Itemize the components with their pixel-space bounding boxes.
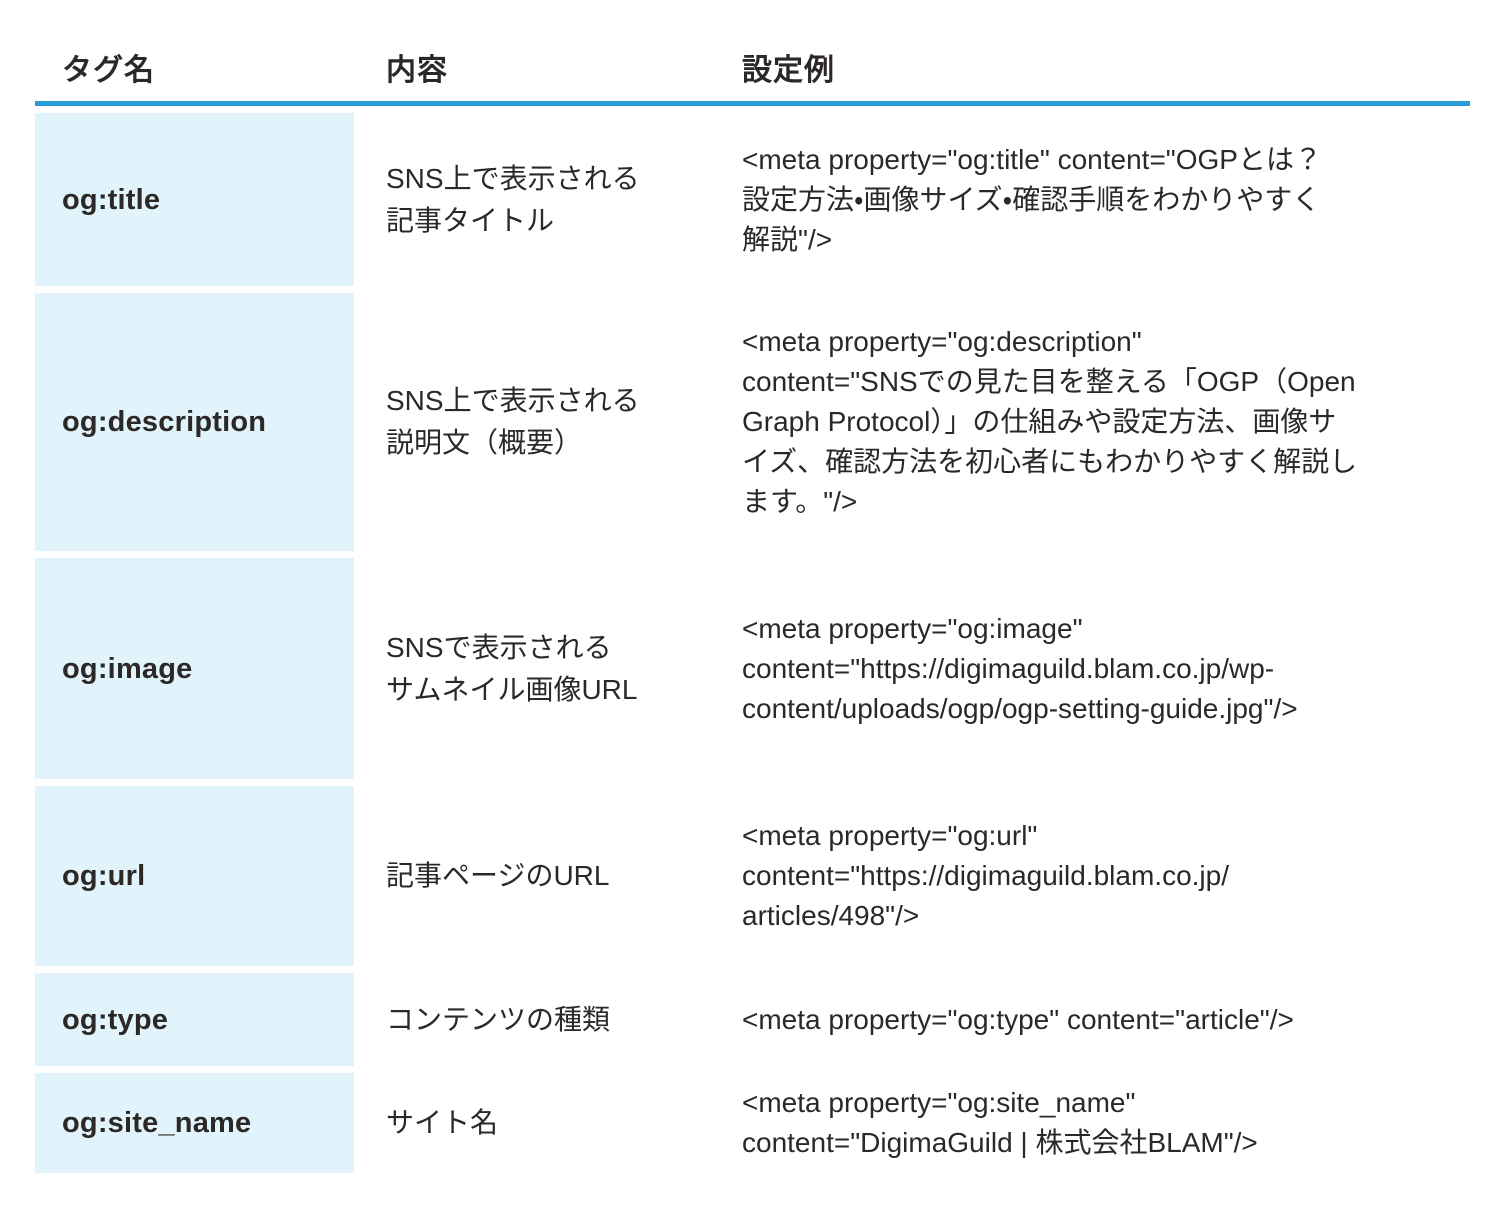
table-body: og:title SNS上で表示される 記事タイトル <meta propert… bbox=[35, 113, 1470, 1173]
table-row: og:url 記事ページのURL <meta property="og:url"… bbox=[35, 786, 1470, 966]
table-row: og:site_name サイト名 <meta property="og:sit… bbox=[35, 1073, 1470, 1173]
description-cell: 記事ページのURL bbox=[386, 860, 610, 891]
description-cell: SNS上で表示される 説明文（概要） bbox=[386, 385, 640, 458]
description-cell: サイト名 bbox=[386, 1107, 499, 1138]
description-cell: SNSで表示される サムネイル画像URL bbox=[386, 631, 638, 705]
example-cell: <meta property="og:type" content="articl… bbox=[742, 1003, 1294, 1035]
example-cell: <meta property="og:url" content="https:/… bbox=[742, 820, 1229, 931]
table-row: og:type コンテンツの種類 <meta property="og:type… bbox=[35, 973, 1470, 1066]
header-description: 内容 bbox=[386, 54, 448, 87]
example-cell: <meta property="og:image" content="https… bbox=[742, 612, 1298, 724]
table-header-row: タグ名 内容 設定例 bbox=[35, 45, 1470, 106]
table-row: og:title SNS上で表示される 記事タイトル <meta propert… bbox=[35, 113, 1470, 286]
tag-name-cell: og:image bbox=[35, 558, 354, 779]
description-cell: SNS上で表示される 記事タイトル bbox=[386, 162, 640, 236]
header-example: 設定例 bbox=[742, 54, 835, 87]
tag-name-cell: og:description bbox=[35, 293, 354, 551]
tag-name-cell: og:type bbox=[35, 973, 354, 1066]
tag-name-cell: og:title bbox=[35, 113, 354, 286]
table-row: og:image SNSで表示される サムネイル画像URL <meta prop… bbox=[35, 558, 1470, 779]
tag-name-cell: og:url bbox=[35, 786, 354, 966]
header-tag-name: タグ名 bbox=[62, 54, 155, 87]
example-cell: <meta property="og:site_name" content="D… bbox=[742, 1087, 1258, 1158]
ogp-tags-table: タグ名 内容 設定例 og:title SNS上で表示される 記事タイトル <m… bbox=[35, 45, 1470, 1173]
table-row: og:description SNS上で表示される 説明文（概要） <meta … bbox=[35, 293, 1470, 551]
description-cell: コンテンツの種類 bbox=[386, 1003, 611, 1035]
example-cell: <meta property="og:description" content=… bbox=[742, 326, 1358, 517]
tag-name-cell: og:site_name bbox=[35, 1073, 354, 1173]
example-cell: <meta property="og:title" content="OGPとは… bbox=[742, 143, 1322, 255]
